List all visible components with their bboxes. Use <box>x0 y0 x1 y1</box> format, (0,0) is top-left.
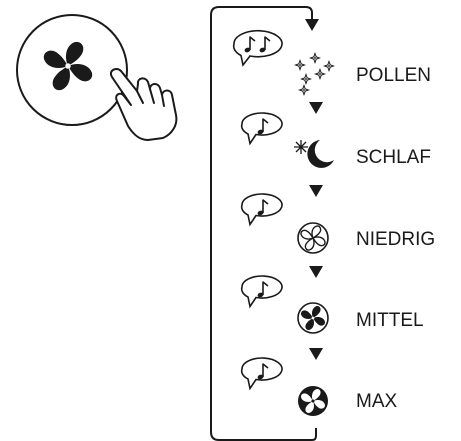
step-arrow <box>309 185 323 197</box>
speech-bubble <box>240 112 283 145</box>
fan-half-filled-icon <box>297 302 329 334</box>
mode-row-schlaf <box>240 112 334 168</box>
cycle-bracket <box>210 6 317 441</box>
fan-button <box>16 14 178 141</box>
mode-label-niedrig: NIEDRIG <box>356 229 436 250</box>
speech-bubble <box>240 275 283 308</box>
step-arrow <box>309 266 323 278</box>
moon-star-icon <box>294 140 334 168</box>
mode-label-mittel: MITTEL <box>356 310 424 331</box>
pointing-hand-icon <box>110 67 178 141</box>
mode-label-schlaf: SCHLAF <box>356 147 431 168</box>
mode-label-max: MAX <box>356 391 398 412</box>
top-arrow <box>305 19 319 31</box>
fan-outline-icon <box>297 222 329 254</box>
speech-bubble <box>232 29 283 67</box>
mode-row-mittel <box>240 275 329 334</box>
step-arrow <box>309 102 323 114</box>
mode-label-pollen: POLLEN <box>356 65 431 86</box>
speech-bubble <box>240 357 283 390</box>
mode-row-niedrig <box>240 193 329 254</box>
fan-filled-icon <box>298 386 328 416</box>
mode-row-pollen <box>232 29 334 95</box>
mode-row-max <box>240 357 328 416</box>
pollen-sparkle-icon <box>295 53 334 95</box>
step-arrow <box>309 348 323 360</box>
speech-bubble <box>240 193 283 226</box>
